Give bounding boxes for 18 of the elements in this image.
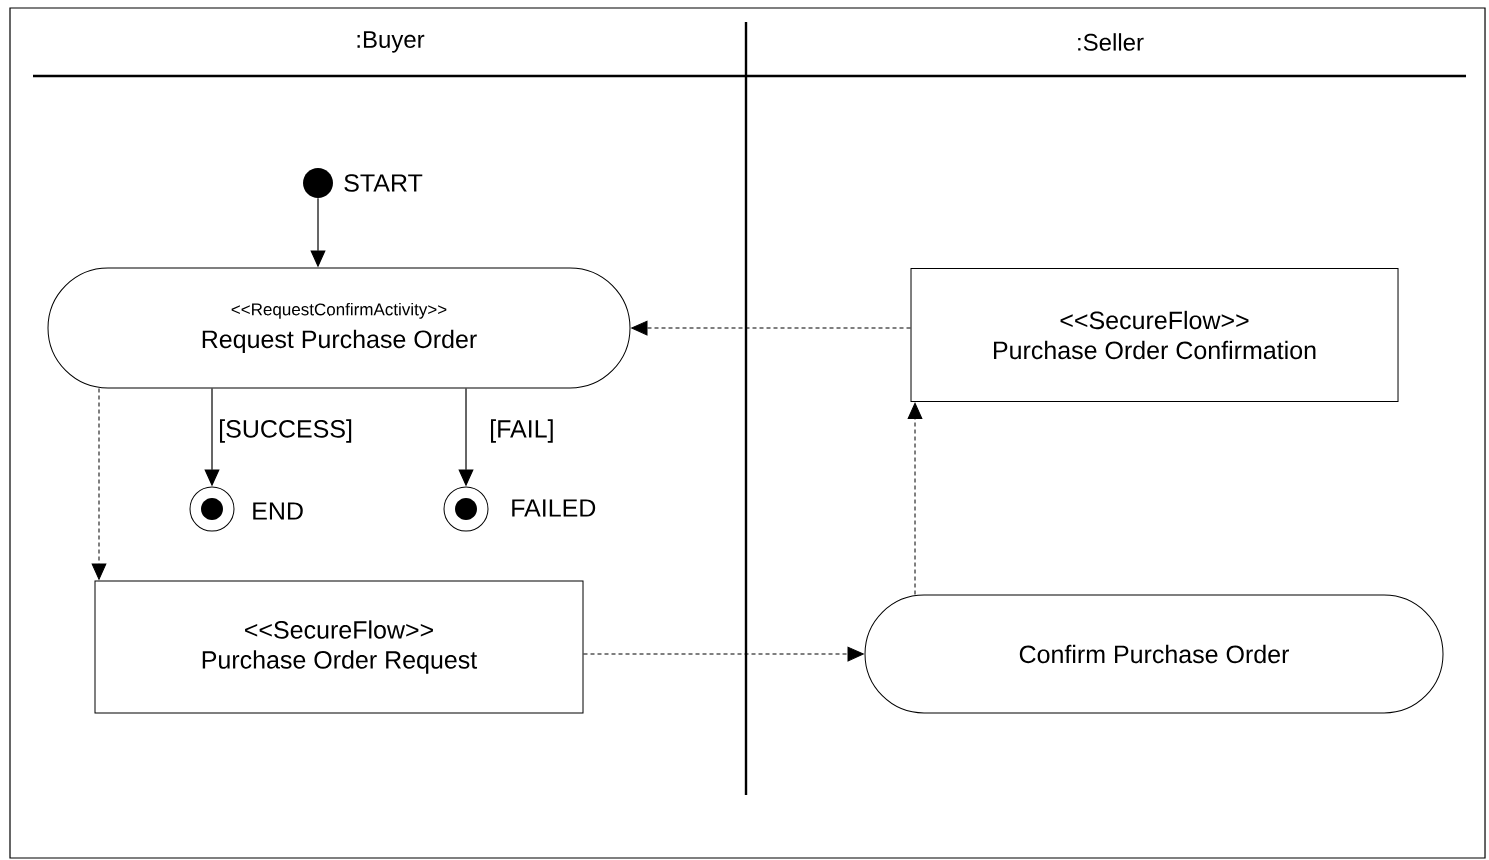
start-node: [303, 168, 333, 198]
activity-node: Confirm Purchase Order: [864, 594, 1444, 714]
node-label: START: [344, 174, 423, 192]
swimlane-header: :Buyer: [357, 31, 425, 53]
final-node: [443, 486, 489, 532]
object-box: <<SecureFlow>> Purchase Order Request: [94, 580, 584, 714]
node-label: END: [253, 502, 303, 520]
arrow: [907, 402, 923, 595]
arrow: [91, 388, 107, 580]
arrow: [583, 646, 864, 662]
edge-label: [FAIL]: [488, 418, 556, 444]
activity-node: <<RequestConfirmActivity>> Request Purchase Order: [47, 267, 631, 389]
swimlane-header: :Seller: [1078, 33, 1144, 51]
object-box: <<SecureFlow>> Purchase Order Confirmation: [910, 268, 1399, 402]
node-label: FAILED: [512, 499, 596, 517]
final-node: [189, 486, 235, 532]
arrow: [631, 320, 911, 336]
edge-label: [SUCCESS]: [217, 418, 354, 444]
